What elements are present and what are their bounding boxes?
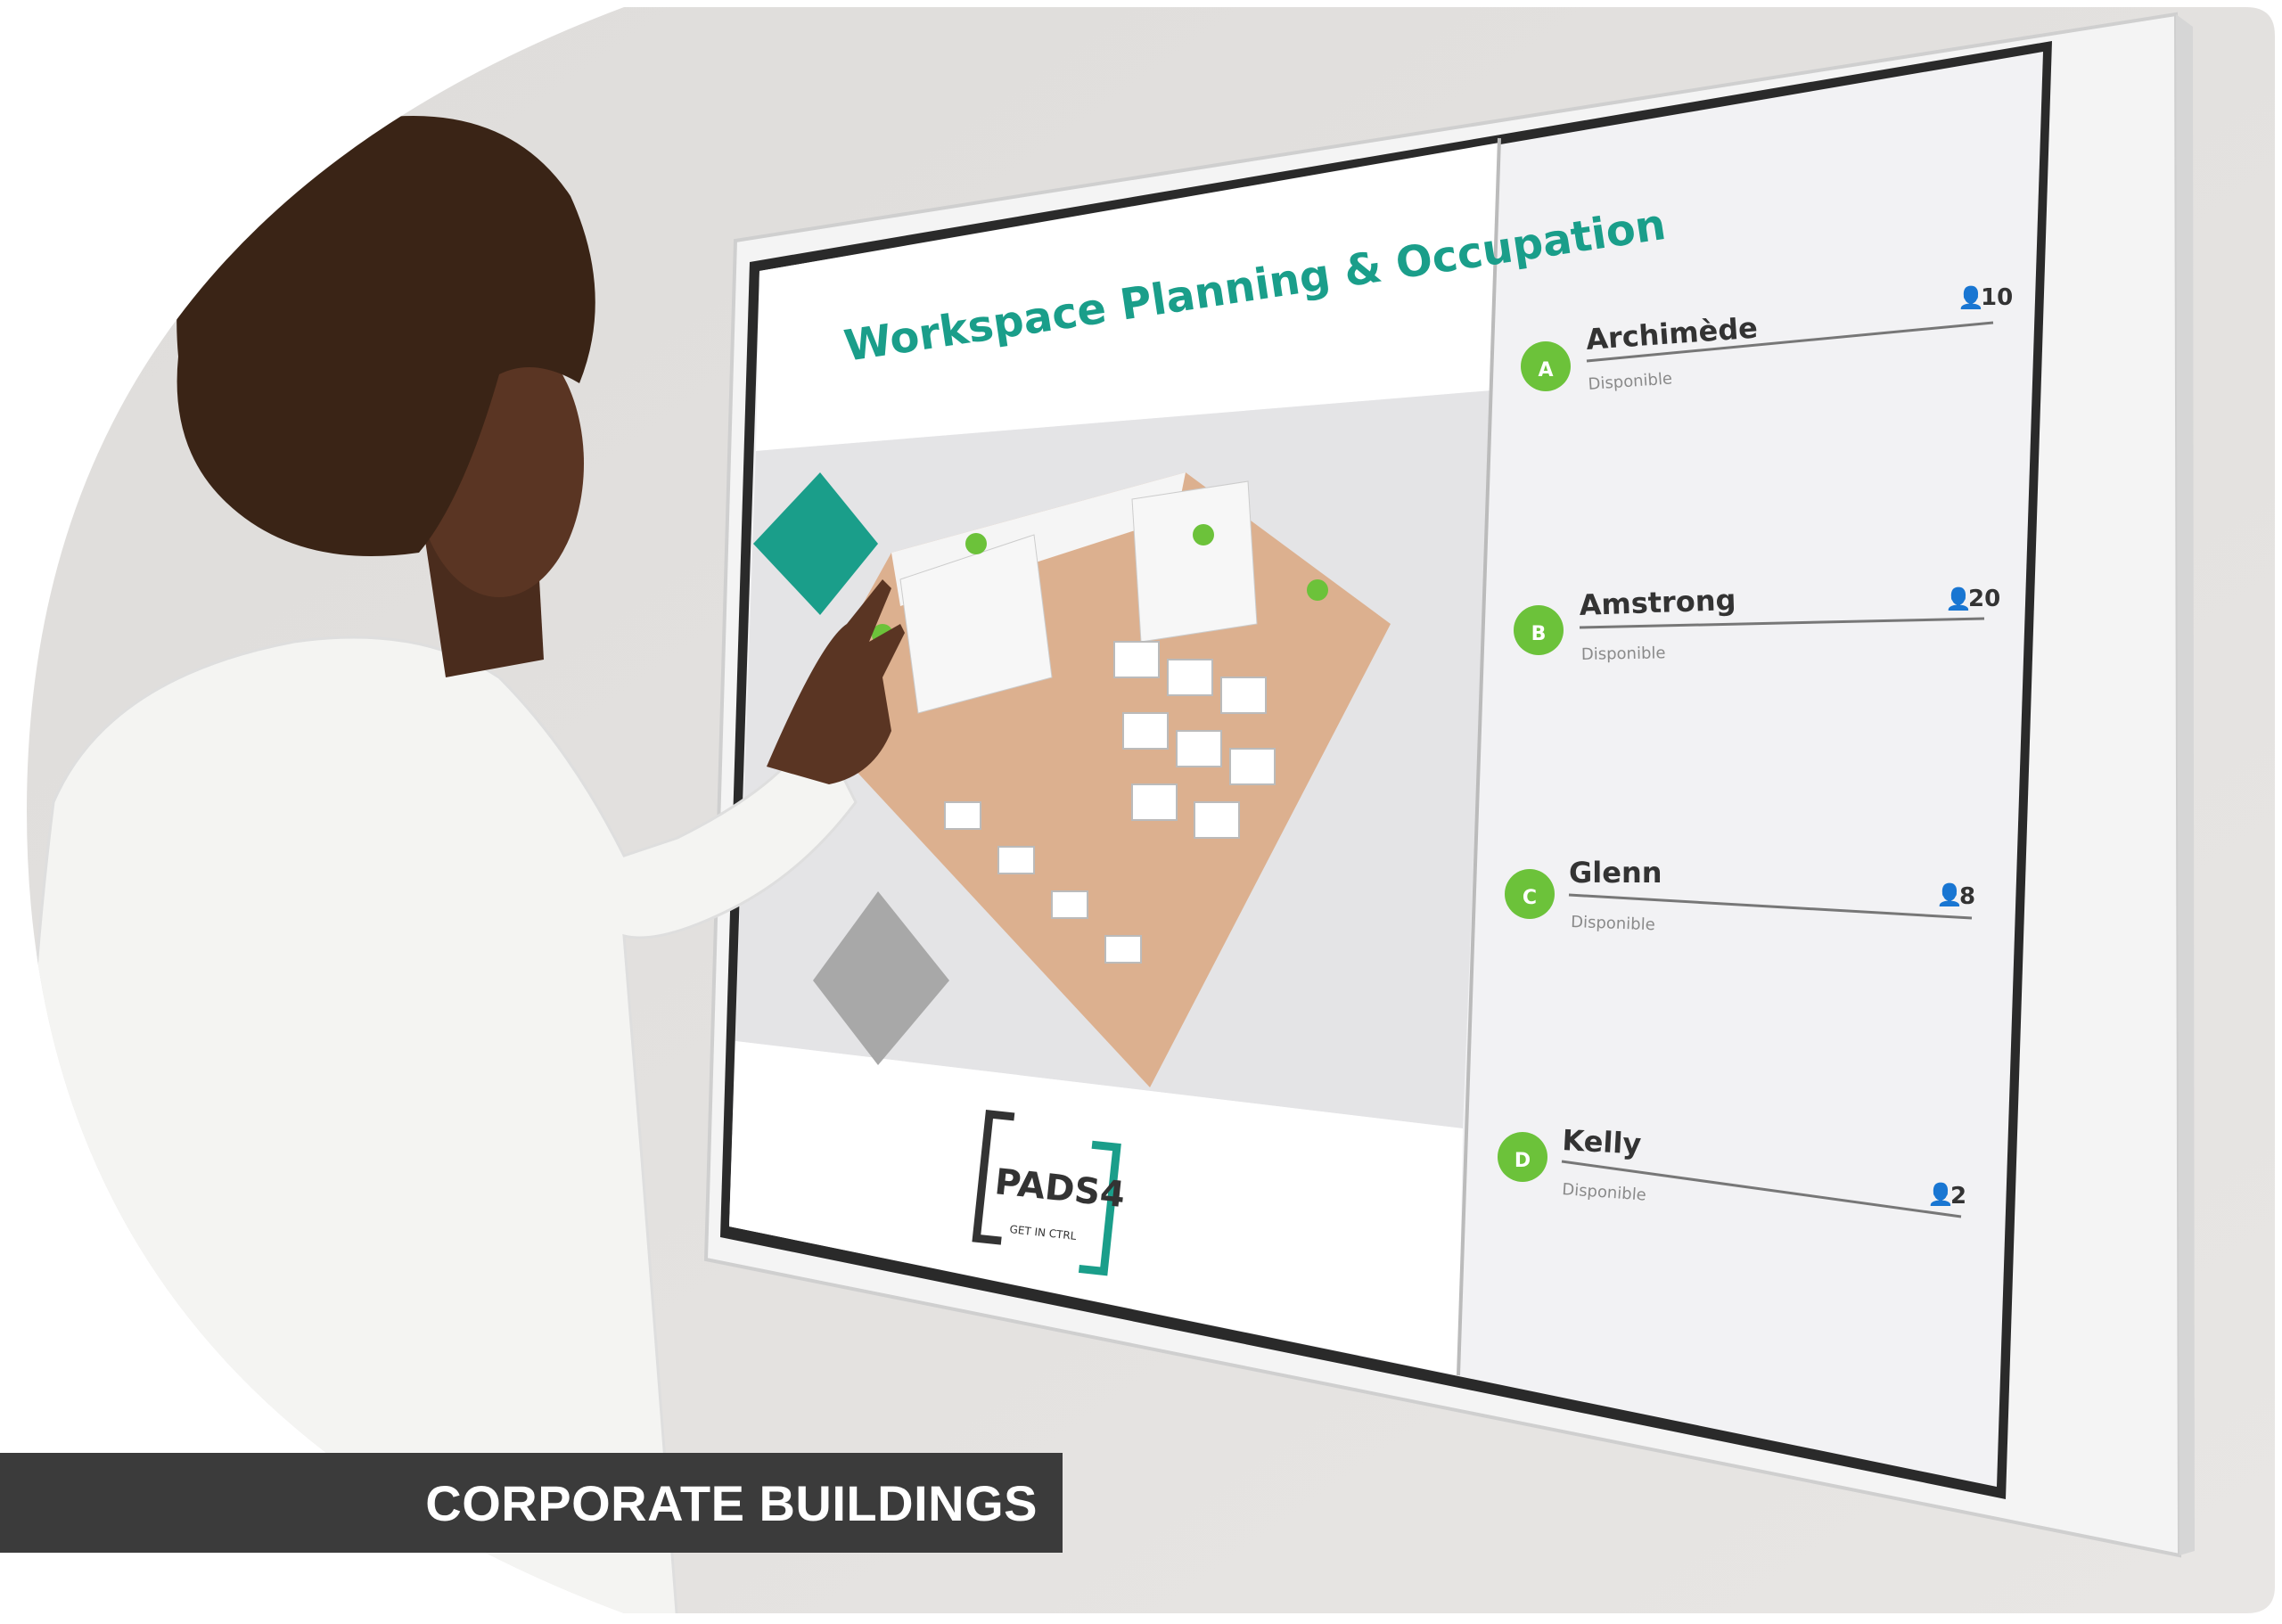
hand bbox=[767, 579, 905, 784]
room-capacity: 10 bbox=[1981, 284, 2013, 311]
room-item-a[interactable]: A Archimède Disponible 👤 10 bbox=[1521, 284, 2013, 394]
room-name: Glenn bbox=[1569, 856, 1662, 890]
room-status: Disponible bbox=[1581, 644, 1666, 664]
floorplan-3d bbox=[802, 472, 1391, 1087]
room-name: Amstrong bbox=[1579, 583, 1736, 622]
caption-banner: CORPORATE BUILDINGS bbox=[0, 1453, 1063, 1553]
room-capacity: 20 bbox=[1968, 586, 2000, 612]
person-icon: 👤 bbox=[1936, 882, 1963, 907]
svg-text:C: C bbox=[1523, 887, 1537, 909]
room-name: Kelly bbox=[1562, 1123, 1643, 1161]
svg-text:A: A bbox=[1538, 359, 1553, 381]
gray-diamond bbox=[813, 891, 949, 1065]
room-list: A Archimède Disponible 👤 10 B Amstrong D… bbox=[1498, 284, 2013, 1218]
room-capacity: 8 bbox=[1959, 883, 1975, 910]
logo-band bbox=[729, 1041, 1463, 1375]
room-item-b[interactable]: B Amstrong Disponible 👤 20 bbox=[1514, 583, 2000, 664]
caption-text: CORPORATE BUILDINGS bbox=[425, 1474, 1038, 1531]
person-icon: 👤 bbox=[1945, 586, 1972, 611]
person-icon: 👤 bbox=[1958, 285, 1984, 310]
hair bbox=[176, 116, 595, 556]
svg-text:B: B bbox=[1531, 623, 1547, 645]
room-item-c[interactable]: C Glenn Disponible 👤 8 bbox=[1505, 856, 1975, 934]
person-icon: 👤 bbox=[1927, 1182, 1954, 1207]
title-band bbox=[756, 143, 1499, 451]
room-item-d[interactable]: D Kelly Disponible 👤 2 bbox=[1498, 1123, 1966, 1218]
room-capacity: 2 bbox=[1950, 1183, 1966, 1210]
teal-diamond bbox=[753, 472, 878, 615]
room-status: Disponible bbox=[1571, 913, 1655, 934]
svg-text:D: D bbox=[1514, 1150, 1531, 1172]
